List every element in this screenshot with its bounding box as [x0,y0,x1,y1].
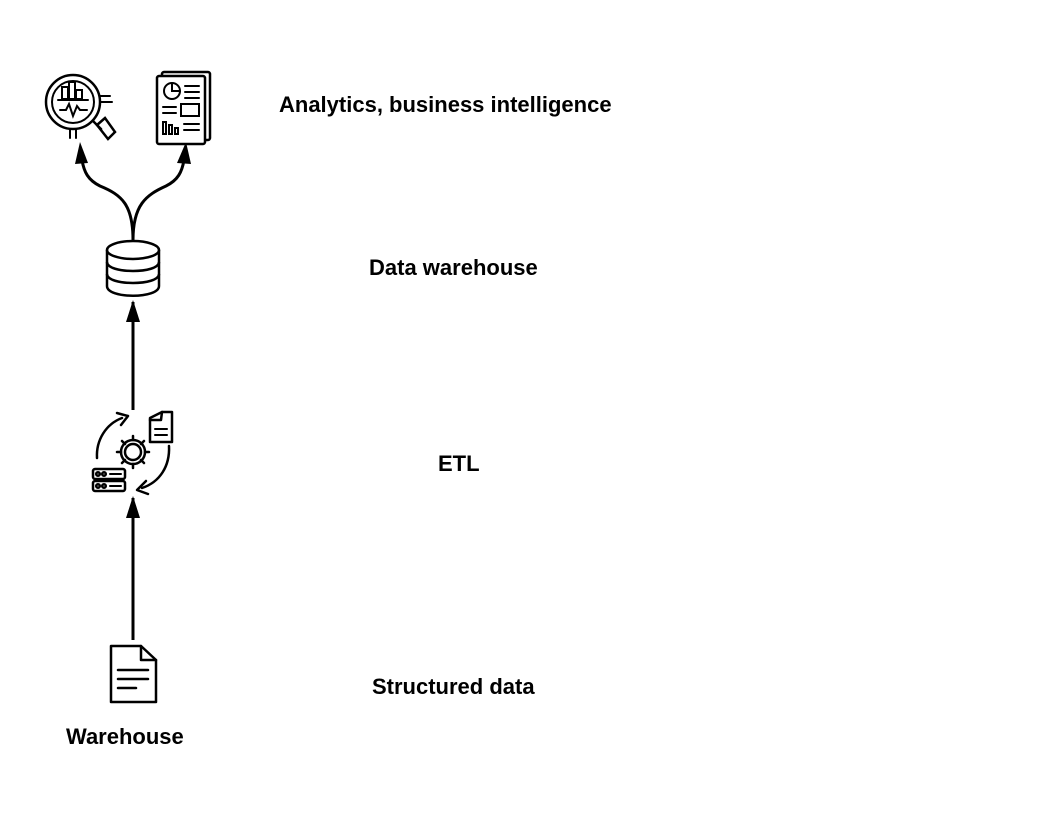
database-cylinder-icon [105,239,161,297]
etl-process-icon [91,410,174,496]
document-icon [109,644,158,704]
analytics-magnifier-icon [44,73,117,141]
arrowhead-report [177,142,191,164]
etl-label: ETL [438,451,480,476]
arrow-warehouse-to-report [131,159,186,241]
data-warehouse-label: Data warehouse [369,255,538,280]
structured-data-label: Structured data [372,674,535,699]
arrow-warehouse-to-analytics [80,159,135,241]
arrowhead-analytics [75,142,88,164]
analytics-label: Analytics, business intelligence [279,92,612,117]
report-document-icon [155,70,212,146]
arrowhead-etl [126,496,140,518]
arrowhead-warehouse [126,300,140,322]
source-warehouse-label: Warehouse [66,724,184,749]
